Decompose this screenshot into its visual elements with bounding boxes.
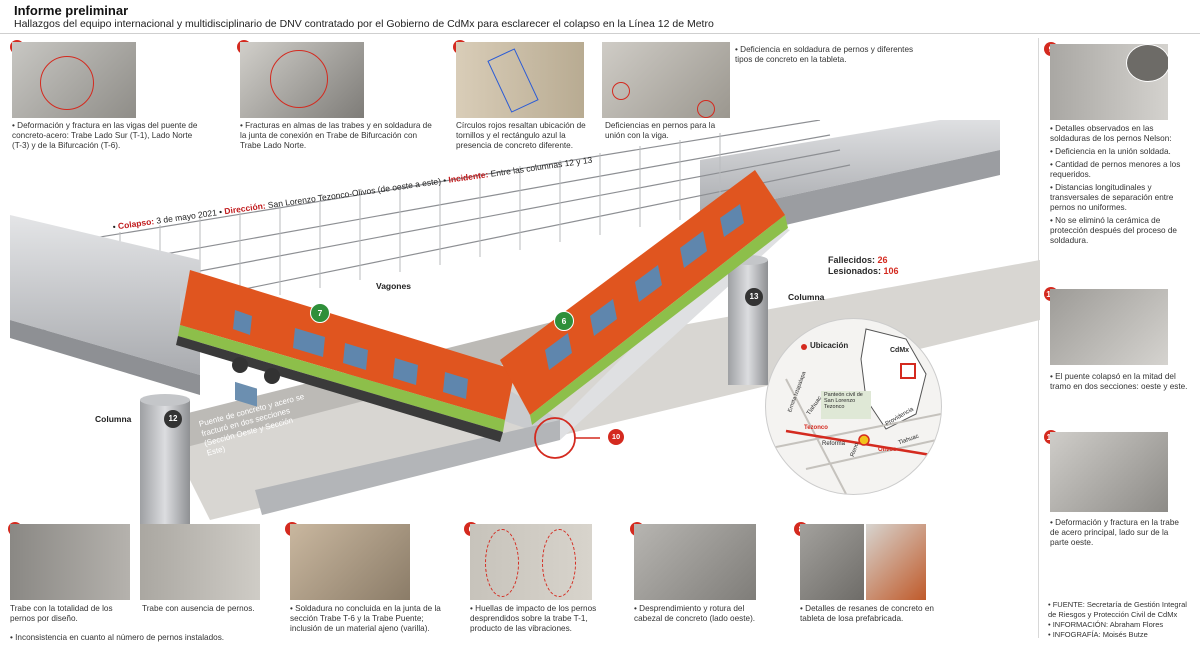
panel-4b-photo [140,524,260,600]
column-12-badge: 12 [164,410,182,428]
panel-2-caption: Fracturas en almas de las trabes y en so… [240,121,435,151]
cdmx-label: CdMx [890,347,910,354]
credits: FUENTE: Secretaría de Gestión Integral d… [1048,600,1196,640]
header-divider [0,33,1200,34]
panel-1-photo [12,42,136,118]
panel-8-caption: Detalles de resanes de concreto en table… [800,604,940,624]
panel-5-photo [290,524,410,600]
bridge-east [700,120,1000,215]
bridge-west [10,215,200,375]
panel-3c-caption: Deficiencia en soldadura de pernos y dif… [735,45,915,65]
column-13-badge: 13 [745,288,763,306]
location-square [900,363,916,379]
damage-ring [40,56,94,110]
page-title: Informe preliminar [14,3,129,18]
pantheon-area [821,391,871,419]
panel-9-text: Detalles observados en las soldaduras de… [1050,124,1190,246]
location-map: Ubicación CdMx Panteón civil de San Lore… [765,318,942,495]
panel-10-photo [1050,289,1168,365]
blue-rectangle [487,48,539,113]
panel-8a-photo [800,524,864,600]
panel-7-photo [634,524,756,600]
panel-4a-photo [10,524,130,600]
panel-3b-caption: Deficiencias en pernos para la unión con… [605,121,716,140]
pantheon-label: Panteón civil de San Lorenzo Tezonco [824,392,863,410]
panel-3-caption: Círculos rojos resaltan ubicación de tor… [456,121,586,150]
casualties-box: Fallecidos: 26 Lesionados: 106 [828,255,899,276]
panel-6-photo [470,524,592,600]
car-6-badge: 6 [554,311,574,331]
vagones-label: Vagones [376,281,411,291]
panel-11-photo [1050,432,1168,512]
panel-9-photo [1050,44,1168,120]
panel-7-caption: Desprendimiento y rotura del cabezal de … [634,604,769,624]
car-7-badge: 7 [310,303,330,323]
sidebar-divider [1038,38,1039,638]
panel-5-caption: Soldadura no concluida en la junta de la… [290,604,455,634]
panel-4b-caption: Trabe con ausencia de pernos. [142,604,255,613]
column-13 [728,260,768,385]
reforma-label: Reforma [822,441,846,447]
panel-4a-caption: Trabe con la totalidad de los pernos por… [10,604,113,623]
column-right-label: Columna [788,292,825,302]
line-12-route [785,429,932,457]
tezonco-label: Tezonco [804,425,828,431]
olivos-label: Olivos [878,447,897,453]
ref-10-badge: 10 [608,429,624,445]
panel-10-caption: El puente colapsó en la mitad del tramo … [1050,372,1188,392]
column-left-label: Columna [95,414,132,424]
panel-3b-photo [602,42,730,118]
page-subtitle: Hallazgos del equipo internacional y mul… [14,18,714,30]
panel-2-photo [240,42,364,118]
panel-3-photo [456,42,584,118]
panel-4-note: Inconsistencia en cuanto al número de pe… [10,633,280,643]
damage-ring [270,50,328,108]
panel-11-caption: Deformación y fractura en la trabe de ac… [1050,518,1180,548]
ubicacion-label: Ubicación [810,341,849,350]
collapse-point [858,434,870,446]
detail-inset [1126,44,1168,82]
panel-6-caption: Huellas de impacto de los pernos despren… [470,604,620,634]
panel-1-caption: Deformación y fractura en las vigas del … [12,121,202,151]
panel-8b-photo [866,524,926,600]
